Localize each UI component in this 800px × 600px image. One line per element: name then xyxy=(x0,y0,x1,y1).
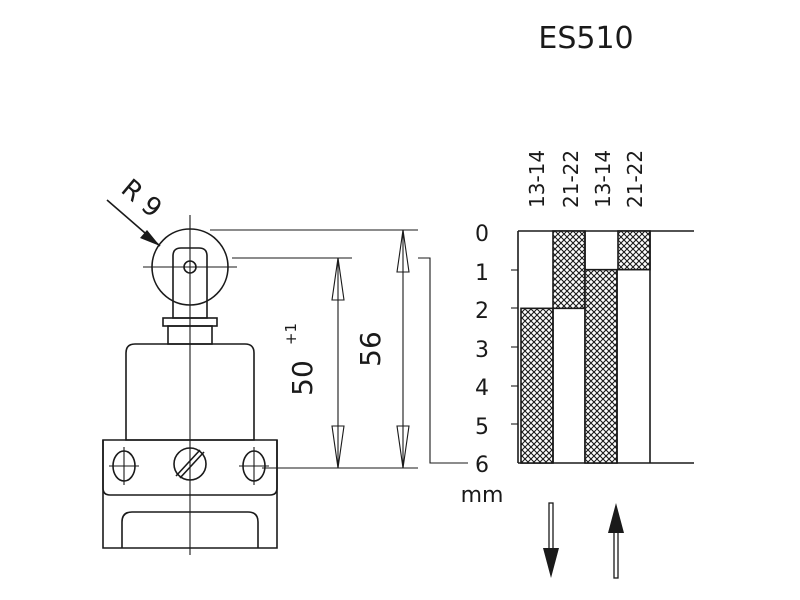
scale-tick-1: 1 xyxy=(475,261,489,286)
dimension-56-label: 56 xyxy=(354,331,387,367)
scale-tick-0: 0 xyxy=(475,222,489,247)
base-flange xyxy=(102,440,278,496)
unit-label: mm xyxy=(461,483,504,508)
base-outer xyxy=(102,439,278,549)
roller-pin xyxy=(183,260,197,274)
lever-arm xyxy=(172,247,208,319)
down-arrow-icon xyxy=(543,502,559,578)
contact-bar-4 xyxy=(617,230,651,271)
limit-switch-body xyxy=(102,215,278,555)
drawing-title: ES510 xyxy=(538,21,633,56)
radius-callout: R 9 xyxy=(106,174,167,247)
scale-tick-3: 3 xyxy=(475,338,489,363)
contact-header-2: 21-22 xyxy=(559,150,583,208)
contact-header-4: 21-22 xyxy=(623,150,647,208)
up-arrow-icon xyxy=(608,503,624,579)
radius-label: R 9 xyxy=(115,174,167,225)
mounting-hole-right xyxy=(239,447,269,485)
contact-bar-2 xyxy=(552,230,586,310)
base-recess xyxy=(121,511,259,548)
scale-labels: 0 1 2 3 4 5 6 xyxy=(475,222,489,478)
contact-timing-chart xyxy=(517,230,694,464)
contact-bar-3 xyxy=(584,268,618,464)
screw-icon xyxy=(173,447,207,481)
dimension-50-tolerance: +1 xyxy=(282,323,300,345)
scale-tick-6: 6 xyxy=(475,453,489,478)
actuator-head xyxy=(125,343,255,441)
scale-tick-5: 5 xyxy=(475,415,489,440)
mounting-hole-left xyxy=(109,447,139,485)
contact-header-1: 13-14 xyxy=(525,150,549,208)
dimension-50-label: 50 xyxy=(286,360,319,396)
dimension-lines xyxy=(210,229,468,469)
contact-bar-1 xyxy=(520,307,554,464)
scale-tick-2: 2 xyxy=(475,299,489,324)
contact-header-3: 13-14 xyxy=(591,150,615,208)
contact-headers: 13-14 21-22 13-14 21-22 xyxy=(525,150,647,208)
scale-tick-4: 4 xyxy=(475,376,489,401)
scale-tick-marks xyxy=(511,269,518,425)
